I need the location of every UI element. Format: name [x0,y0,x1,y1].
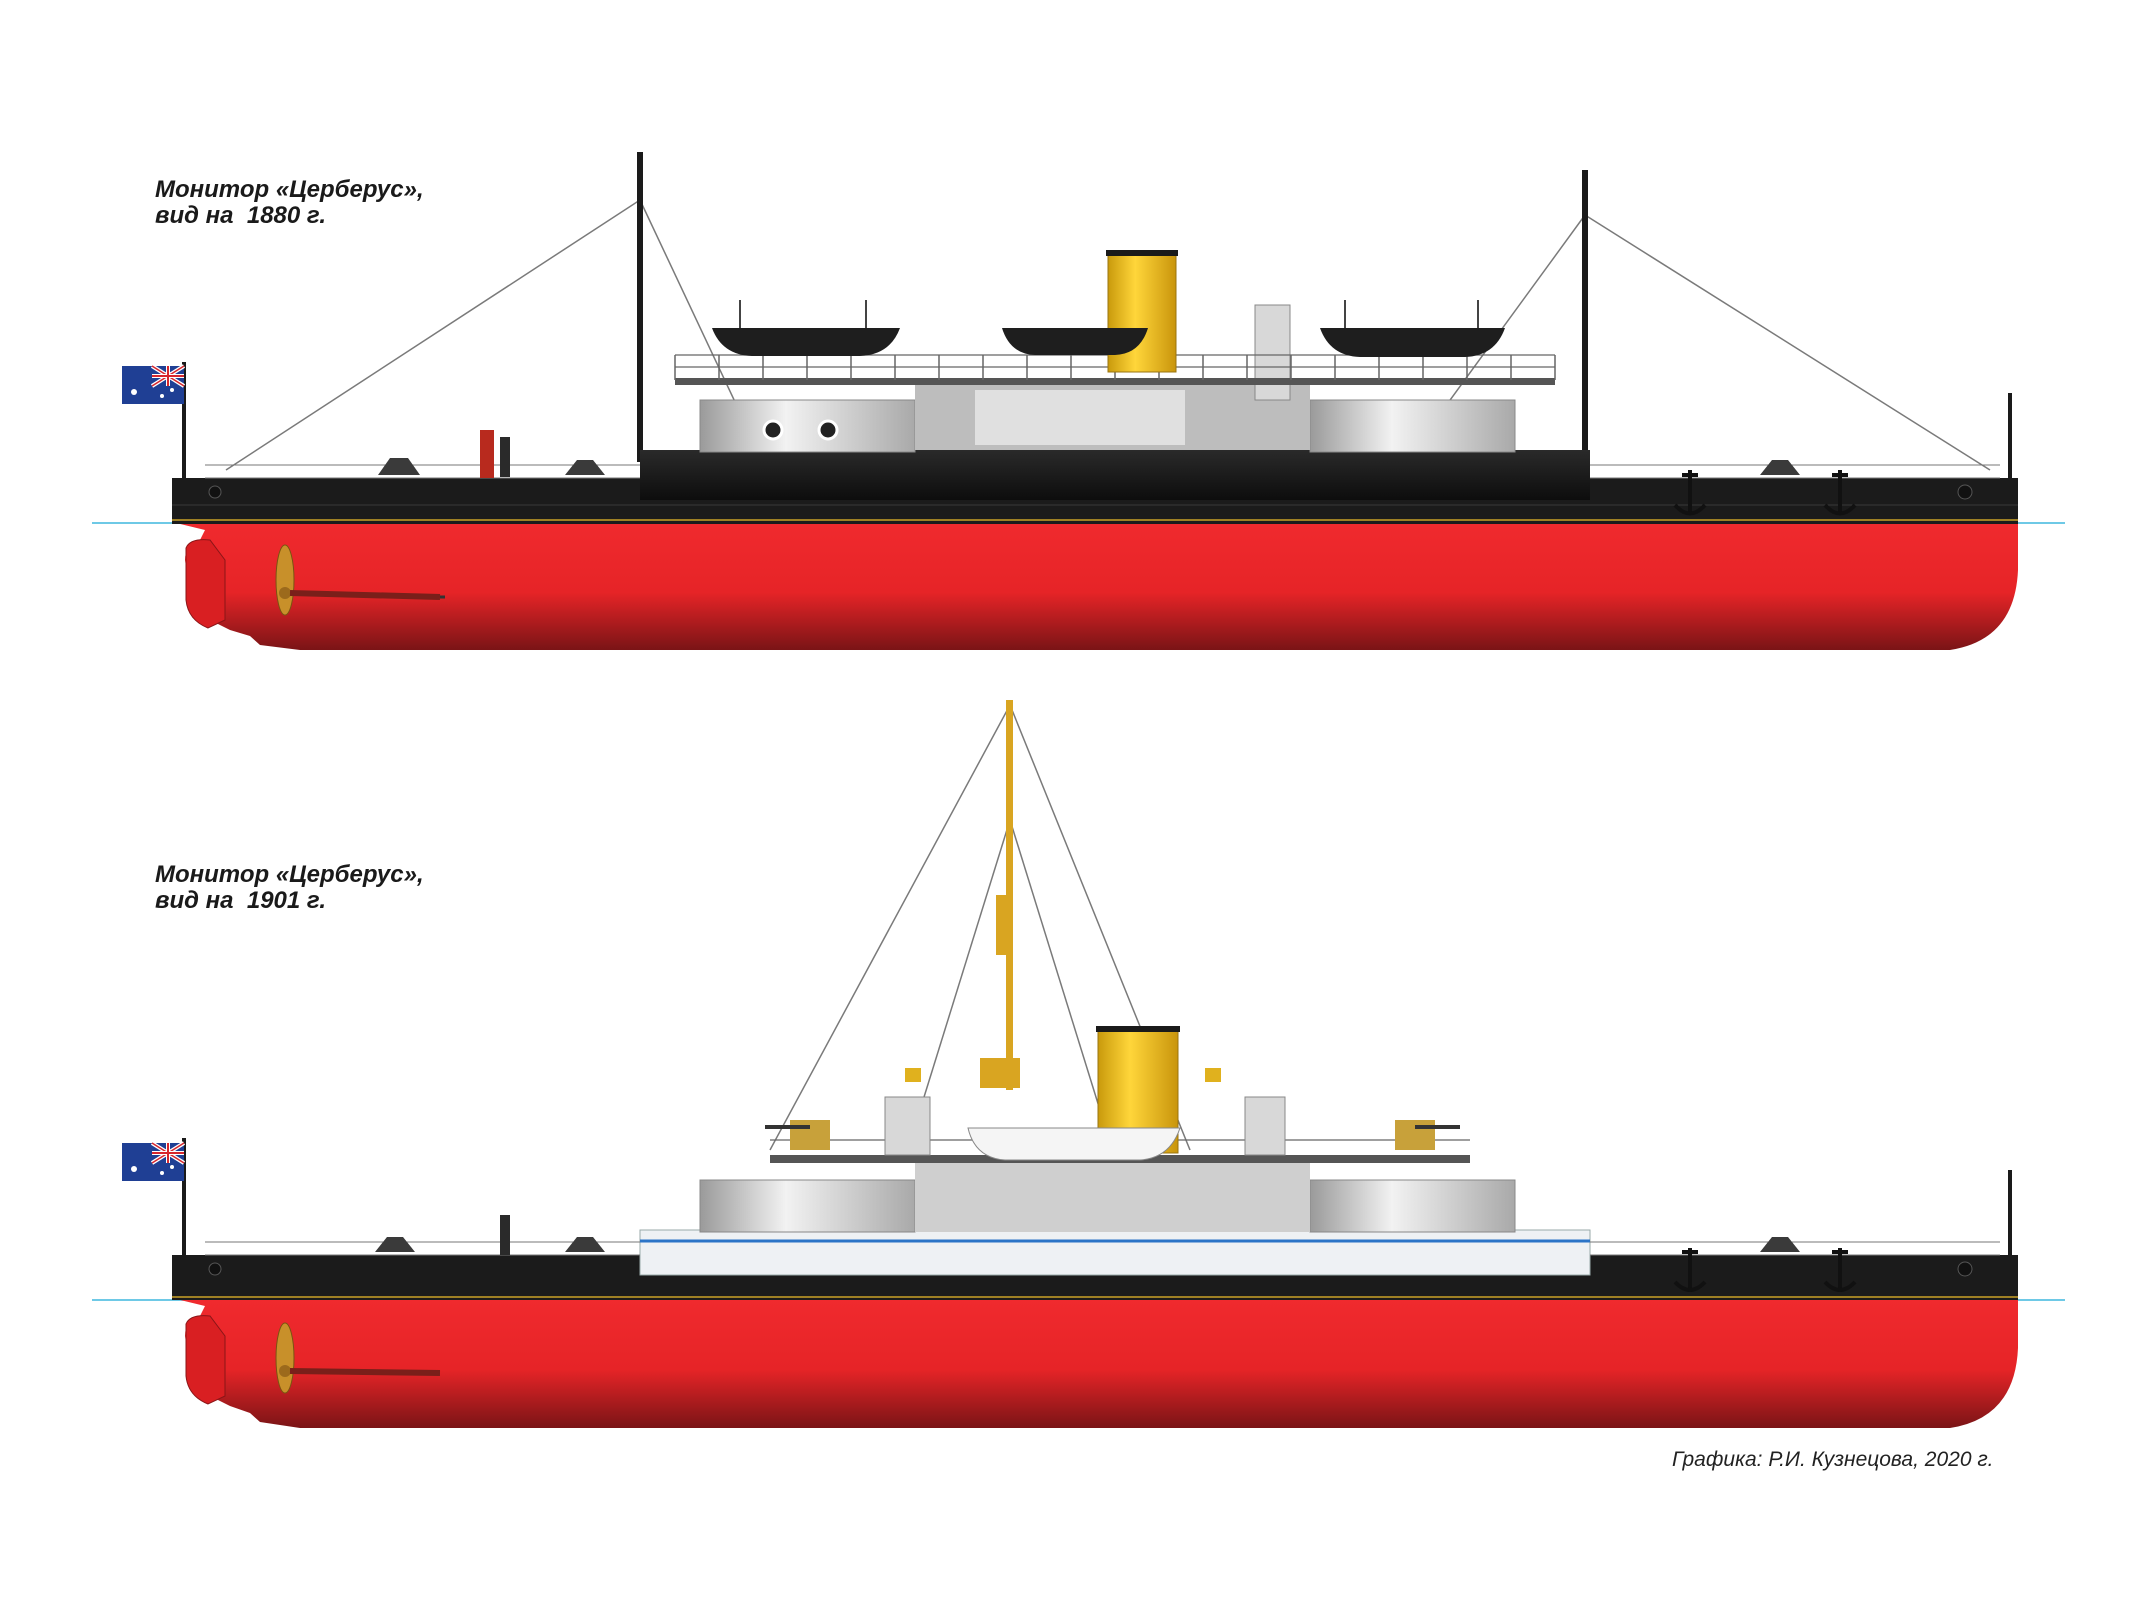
fore-mast [637,152,643,462]
main-mast [1582,170,1588,470]
lifeboat-icon [967,1127,1181,1161]
caption-1880-line2: вид на 1880 г. [155,202,327,229]
vent-pipe [500,1215,510,1255]
vent-aft [1760,460,1800,475]
central-superstructure [915,1160,1310,1232]
fore-turret [699,399,916,453]
gun-port [762,419,784,441]
anchor-icon [1823,470,1857,516]
caption-1901: Монитор «Церберус», вид на 1901 г. [155,862,424,914]
deck-railing [205,1241,2000,1256]
rudder [185,539,226,629]
chart-house [1244,1096,1286,1156]
anchor-icon [1673,470,1707,516]
caption-1880-line1: Монитор «Церберус», [155,176,424,203]
fore-turret [699,1179,916,1233]
vent-mid [565,1237,605,1252]
jackstaff [182,362,186,482]
vent-pipe [500,437,510,477]
ship-1880-profile [92,152,2065,650]
deck-railing [205,464,2000,479]
hawse-pipe [1957,1261,1973,1277]
vent-fore [375,1237,415,1252]
vent-mid [565,460,605,475]
gun-port [817,419,839,441]
quick-firing-gun-aft [1395,1120,1460,1150]
vent-aft [1760,1237,1800,1252]
caption-1901-line1: Монитор «Церберус», [155,861,424,888]
hull [172,522,2018,650]
vent-fore [378,458,420,475]
chart-house [884,1096,931,1156]
flying-deck [675,378,1555,385]
hawse-pipe [1957,484,1973,500]
lifeboat-icon [712,300,900,356]
hawse-pipe [208,1262,222,1276]
ensign-staff [2008,393,2012,483]
caption-1901-line2: вид на 1901 г. [155,887,327,914]
australian-flag-icon [122,1141,186,1181]
searchlight [1205,1068,1221,1082]
rudder [185,1315,226,1405]
graphics-credit: Графика: Р.И. Кузнецова, 2020 г. [1672,1448,1994,1471]
searchlight [905,1068,921,1082]
jackstaff [182,1138,186,1258]
anchor-icon [1823,1248,1857,1292]
aft-turret [1309,1179,1516,1233]
quick-firing-gun-fore [765,1120,830,1150]
lifeboat-icon [1002,328,1148,355]
hull [172,1298,2018,1428]
lifeboat-icon [1320,300,1505,357]
breastwork [640,450,1590,500]
anchor-icon [1673,1248,1707,1292]
propeller-icon [275,544,445,616]
caption-1880: Монитор «Церберус», вид на 1880 г. [155,177,424,229]
breastwork [639,1229,1591,1276]
australian-flag-icon [122,364,186,404]
ensign-staff [2008,1170,2012,1260]
hawse-pipe [208,485,222,499]
propeller-icon [275,1322,441,1394]
capstan [480,430,494,478]
